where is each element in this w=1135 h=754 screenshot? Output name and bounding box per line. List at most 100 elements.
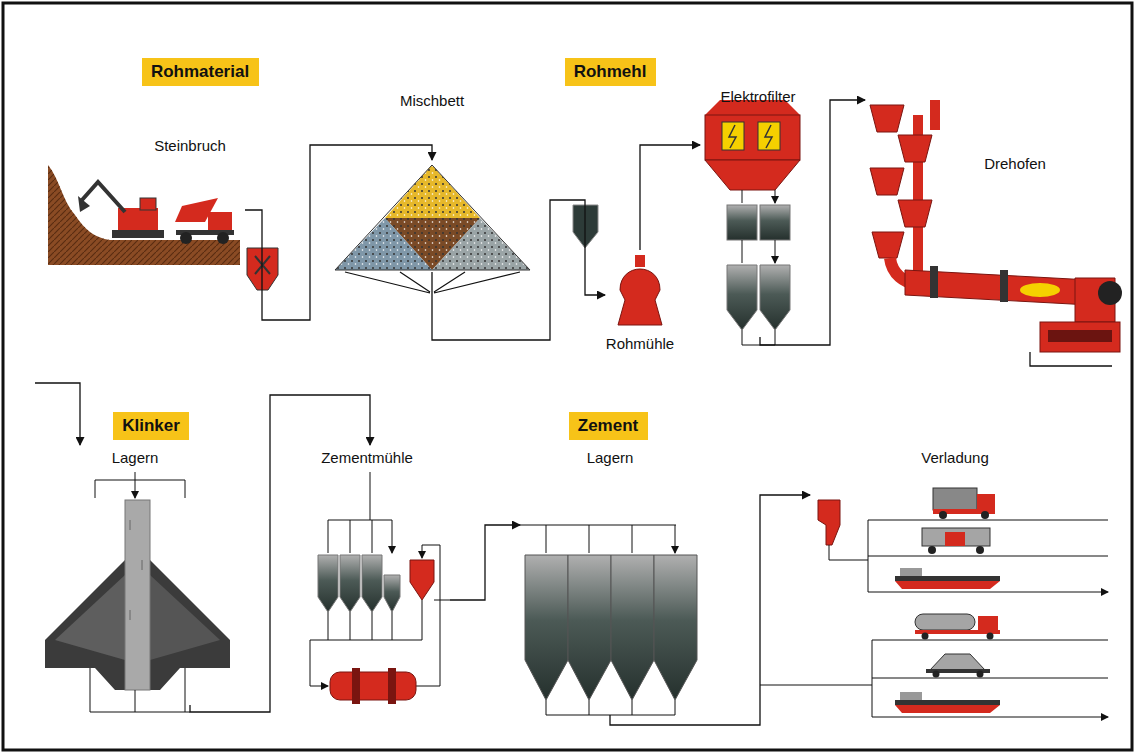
flow-line (640, 145, 700, 250)
rotary-kiln-illustration (898, 135, 932, 162)
clinker-store-illustration (90, 668, 190, 712)
flow-line (610, 495, 810, 725)
cement-silo-illustration (520, 525, 697, 715)
equipment-label: Elektrofilter (720, 88, 795, 106)
stage-title: Zement (578, 416, 638, 436)
raw-mill-illustration (618, 269, 662, 325)
cement-mill-illustration (362, 555, 382, 612)
equipment-area: Drehofen (865, 95, 1120, 352)
rotary-kiln-illustration (872, 232, 904, 258)
cement-mill-illustration (330, 672, 416, 700)
stage-tag: Klinker (113, 412, 189, 440)
loading-illustration (945, 532, 965, 546)
cement-mill-illustration (410, 560, 434, 600)
equipment-area: Zementmühle (300, 445, 450, 712)
loading-illustration (933, 671, 940, 678)
loading-illustration (895, 705, 1000, 713)
electrostatic-filter-illustration (727, 205, 757, 240)
stage-title: Klinker (122, 416, 180, 436)
cement-silo-illustration (568, 555, 611, 700)
cement-mill-illustration (388, 668, 396, 704)
electrostatic-filter-illustration (729, 125, 772, 148)
electrostatic-filter-illustration (705, 100, 800, 345)
loading-illustration (977, 494, 995, 510)
stage-title: Rohmehl (574, 62, 647, 82)
rotary-kiln-illustration (870, 168, 904, 195)
electrostatic-filter-illustration (705, 115, 800, 160)
cement-mill-illustration (352, 668, 360, 704)
clinker-store-illustration (95, 480, 185, 498)
equipment-label: Lagern (587, 449, 634, 467)
mixing-bed-illustration (335, 165, 530, 270)
cement-silo-illustration (525, 555, 568, 700)
equipment-label: Lagern (112, 449, 159, 467)
quarry-illustration (48, 165, 240, 265)
electrostatic-filter-illustration (760, 205, 790, 240)
rotary-kiln-illustration (918, 100, 935, 285)
electrostatic-filter-illustration (705, 160, 800, 190)
quarry-illustration (140, 198, 156, 210)
flow-line (35, 352, 1112, 445)
cement-mill-illustration (422, 600, 450, 640)
loading-illustration (987, 633, 994, 640)
electrostatic-filter-illustration (760, 265, 790, 330)
flow-line (245, 145, 432, 320)
clinker-store-illustration (45, 472, 230, 712)
flow-line (450, 525, 520, 600)
rotary-kiln-illustration (898, 200, 932, 227)
clinker-store-illustration (150, 575, 220, 660)
equipment-label: Verladung (921, 449, 989, 467)
raw-mill-illustration (573, 205, 662, 325)
loading-illustration (872, 640, 1108, 717)
rotary-kiln-illustration (870, 105, 904, 132)
cement-silo-illustration (611, 555, 654, 700)
clinker-store-illustration (125, 500, 150, 690)
electrostatic-filter-illustration (727, 265, 757, 330)
equipment-label: Drehofen (984, 155, 1046, 173)
equipment-label: Rohmühle (606, 335, 674, 353)
loading-illustration (760, 640, 872, 717)
equipment-area: Lagern (520, 445, 700, 715)
flow-line (432, 200, 605, 340)
loading-illustration (900, 692, 922, 700)
equipment-label: Zementmühle (321, 449, 413, 467)
frame (3, 3, 1132, 750)
cement-silo-illustration (654, 555, 697, 700)
loading-illustration (978, 616, 998, 632)
equipment-area: Steinbruch (45, 130, 245, 270)
stage-title: Rohmaterial (151, 62, 249, 82)
cement-mill-illustration (310, 686, 328, 687)
electrostatic-filter-illustration (758, 122, 780, 150)
loading-illustration (977, 671, 984, 678)
equipment-area: Elektrofilter (700, 112, 810, 337)
clinker-store-illustration (95, 472, 185, 480)
quarry-illustration (82, 182, 125, 212)
loading-illustration (933, 488, 977, 510)
loading-illustration (981, 511, 989, 519)
stage-tag: Rohmaterial (142, 58, 259, 86)
flow-line (760, 100, 865, 345)
electrostatic-filter-illustration (742, 240, 775, 263)
loading-illustration (939, 511, 947, 519)
frame (3, 3, 1132, 750)
quarry-illustration (208, 212, 232, 232)
stage-tag: Rohmehl (565, 58, 656, 86)
electrostatic-filter-illustration (742, 190, 775, 203)
electrostatic-filter-illustration (722, 122, 744, 150)
loading-illustration (895, 581, 1000, 589)
quarry-illustration (180, 232, 192, 244)
loading-illustration (760, 488, 1108, 717)
rotary-kiln-illustration (1040, 322, 1120, 352)
cement-silo-illustration (546, 700, 675, 715)
rotary-kiln-illustration (1020, 283, 1060, 297)
equipment-area: Lagern (40, 445, 230, 705)
rotary-kiln-illustration (1048, 330, 1112, 342)
equipment-area: Rohmühle (605, 250, 675, 330)
cement-silo-illustration (546, 525, 675, 553)
flow-line (190, 395, 370, 712)
loading-illustration (868, 520, 1108, 592)
equipment-label: Steinbruch (154, 137, 226, 155)
